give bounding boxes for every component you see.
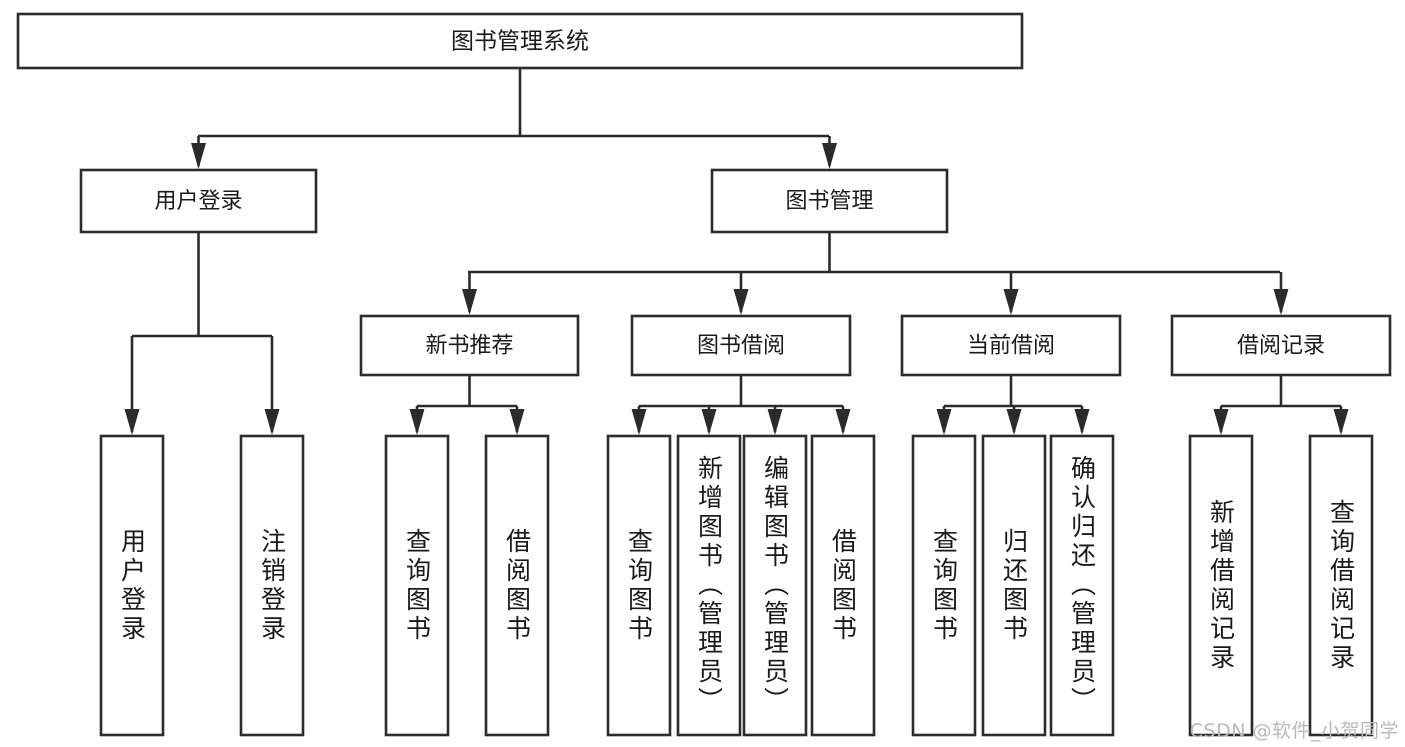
arrow-head-icon (409, 409, 425, 435)
node-borrow-record-label: 借阅记录 (1237, 334, 1325, 359)
node-leaf-edit-book[interactable] (742, 434, 808, 737)
arrow-head-icon (1333, 409, 1349, 435)
node-new-book-rec-label: 新书推荐 (425, 334, 513, 359)
arrow-head-icon (1006, 409, 1022, 435)
node-leaf-borrow-book-rec[interactable] (484, 434, 550, 737)
node-book-manage[interactable] (710, 168, 949, 234)
arrow-head-icon (509, 409, 525, 435)
node-new-book-rec[interactable] (359, 314, 580, 377)
node-leaf-query-book-rec[interactable] (384, 434, 450, 737)
node-leaf-add-record[interactable] (1188, 434, 1254, 737)
node-current-borrow[interactable] (900, 314, 1122, 377)
arrow-head-icon (124, 409, 140, 435)
node-leaf-borrow-book[interactable] (810, 434, 876, 737)
arrow-head-icon (835, 409, 851, 435)
arrow-head-icon (1074, 409, 1090, 435)
node-leaf-user-login[interactable] (99, 434, 165, 737)
arrow-head-icon (631, 409, 647, 435)
arrow-head-icon (191, 143, 206, 169)
arrow-head-icon (701, 409, 717, 435)
arrow-head-icon (733, 289, 749, 315)
arrow-head-icon (264, 409, 280, 435)
node-leaf-query-book-cur[interactable] (911, 434, 977, 737)
node-root-system-label: 图书管理系统 (451, 29, 589, 55)
arrow-head-icon (936, 409, 952, 435)
node-book-borrow-label: 图书借阅 (697, 334, 785, 359)
node-root-system[interactable] (16, 12, 1024, 70)
arrow-head-icon (1273, 289, 1289, 315)
node-current-borrow-label: 当前借阅 (967, 334, 1055, 359)
node-leaf-query-book-borrow[interactable] (606, 434, 672, 737)
node-leaf-confirm-return[interactable] (1049, 434, 1115, 737)
arrow-head-icon (822, 143, 837, 169)
arrow-head-icon (1003, 289, 1019, 315)
arrow-head-icon (1213, 409, 1229, 435)
node-book-borrow[interactable] (630, 314, 852, 377)
node-leaf-logout[interactable] (239, 434, 305, 737)
arrow-head-icon (462, 289, 477, 315)
node-leaf-query-record[interactable] (1308, 434, 1374, 737)
box-layer (16, 12, 1392, 737)
connector-layer (124, 68, 1349, 435)
node-user-login[interactable] (79, 168, 318, 234)
node-leaf-return-book[interactable] (981, 434, 1047, 737)
node-book-manage-label: 图书管理 (785, 189, 873, 214)
node-borrow-record[interactable] (1170, 314, 1392, 377)
arrow-head-icon (767, 409, 783, 435)
node-user-login-label: 用户登录 (154, 189, 242, 214)
node-leaf-add-book[interactable] (676, 434, 742, 737)
